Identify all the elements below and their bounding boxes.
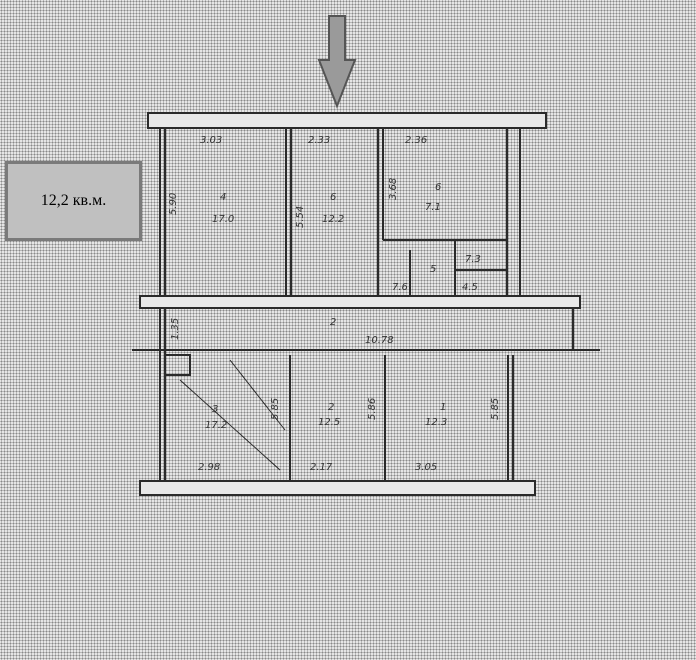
room-number-label: 1 [440, 402, 446, 413]
room-number-label: 6 [330, 192, 336, 203]
room-area-label: 17.2 [205, 420, 227, 431]
room-label: 5 [430, 264, 436, 275]
room-width-label: 2.98 [198, 462, 220, 473]
room-depth-label: 5.54 [295, 206, 306, 228]
room-area-label: 7.1 [425, 202, 441, 213]
area-label-box: 12,2 кв.м. [5, 161, 142, 241]
room-depth-label: 5.85 [490, 398, 501, 420]
room-area-label: 12.2 [322, 214, 344, 225]
room-depth-label: 3.68 [388, 178, 399, 200]
area-label: 12,2 кв.м. [40, 192, 107, 209]
room-label: 7.6 [392, 282, 408, 293]
room-number-label: 3 [212, 404, 218, 415]
room-number-label: 2 [328, 402, 334, 413]
room-area-label: 12.3 [425, 417, 447, 428]
arrow-down-icon [317, 15, 357, 109]
corridor-width-label: 1.35 [170, 318, 181, 340]
room-depth-label: 5.85 [270, 398, 281, 420]
room-depth-label: 5.90 [168, 193, 179, 215]
room-label: 4.5 [462, 282, 478, 293]
room-number-label: 4 [220, 192, 226, 203]
corridor-length-label: 10.78 [365, 335, 394, 346]
room-width-label: 3.05 [415, 462, 437, 473]
corridor-number-label: 2 [330, 317, 336, 328]
room-width-label: 2.36 [405, 135, 427, 146]
room-area-label: 17.0 [212, 214, 234, 225]
room-width-label: 2.17 [310, 462, 333, 473]
room-width-label: 3.03 [200, 135, 222, 146]
walls [132, 112, 600, 496]
room-width-label: 2.33 [308, 135, 330, 146]
room-area-label: 12.5 [318, 417, 340, 428]
room-label: 7.3 [465, 254, 481, 265]
room-depth-label: 5.86 [367, 398, 378, 420]
room-number-label: 6 [435, 182, 441, 193]
